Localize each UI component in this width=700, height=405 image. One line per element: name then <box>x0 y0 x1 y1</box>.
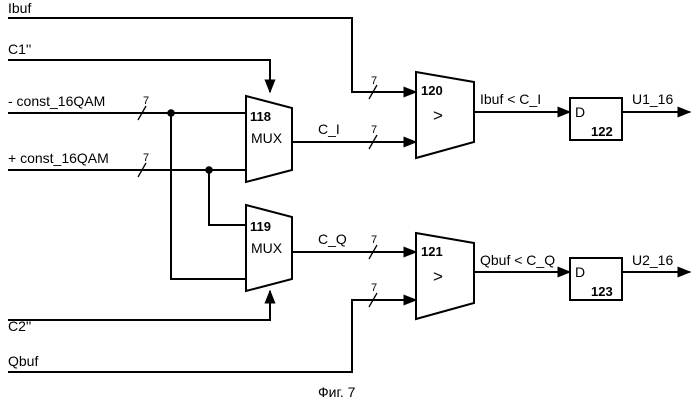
comparator-120-symbol: > <box>433 106 443 125</box>
bus-width-label: 7 <box>371 124 377 136</box>
out1-label: U1_16 <box>632 91 673 107</box>
c-q-label: C_Q <box>318 231 347 247</box>
cmp-q-label: Qbuf < C_Q <box>480 252 555 268</box>
flipflop-123-id: 123 <box>591 284 613 299</box>
flipflop-123: D 123 <box>570 258 622 300</box>
bus-width-label: 7 <box>143 152 149 164</box>
c2-label: C2'' <box>8 318 31 334</box>
bus-width-label: 7 <box>371 234 377 246</box>
plus-const-label: + const_16QAM <box>8 150 109 166</box>
comparator-121-symbol: > <box>433 267 443 286</box>
mux-119-label: MUX <box>251 240 283 256</box>
out2-label: U2_16 <box>632 252 673 268</box>
figure-caption: Фиг. 7 <box>318 384 356 400</box>
cmp-i-label: Ibuf < C_I <box>480 91 541 107</box>
flipflop-122: D 122 <box>570 98 622 140</box>
flipflop-122-id: 122 <box>591 124 613 139</box>
c2-wire <box>8 291 270 320</box>
ibuf-wire <box>8 18 416 92</box>
c-i-label: C_I <box>318 121 340 137</box>
junction-dot <box>167 109 175 117</box>
flipflop-122-label: D <box>575 104 585 120</box>
ibuf-label: Ibuf <box>8 0 31 16</box>
mux-119: 119 MUX <box>246 205 292 291</box>
comparator-120-id: 120 <box>421 83 443 98</box>
flipflop-123-label: D <box>575 264 585 280</box>
bus-width-label: 7 <box>143 95 149 107</box>
input-wires <box>8 18 416 372</box>
junction-dot <box>205 166 213 174</box>
mux-118: 118 MUX <box>246 96 292 182</box>
minus-const-label: - const_16QAM <box>8 93 105 109</box>
c1-wire <box>8 60 270 92</box>
mux-118-label: MUX <box>251 130 283 146</box>
bus-width-label: 7 <box>371 75 377 87</box>
comparator-121-id: 121 <box>421 244 443 259</box>
mux-118-id: 118 <box>250 109 271 124</box>
plus-const-branch <box>209 170 246 225</box>
qbuf-label: Qbuf <box>8 353 38 369</box>
comparator-120: 120 > <box>416 72 474 158</box>
bus-width-label: 7 <box>371 282 377 294</box>
qbuf-wire <box>8 300 416 372</box>
mux-119-id: 119 <box>250 219 271 234</box>
comparator-121: 121 > <box>416 233 474 319</box>
c1-label: C1'' <box>8 41 31 57</box>
